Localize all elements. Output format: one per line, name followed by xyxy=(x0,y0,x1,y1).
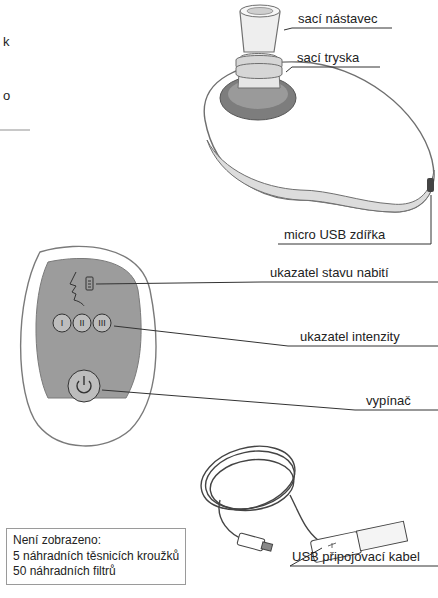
part-label: sací tryska xyxy=(297,50,359,66)
text-fragment: o xyxy=(3,88,10,104)
suction-nozzle xyxy=(236,5,282,88)
power-button xyxy=(68,370,100,402)
part-label: ukazatel intenzity xyxy=(300,329,400,345)
part-label: USB připojovací kabel xyxy=(292,549,420,565)
leader-lines xyxy=(96,28,438,566)
note-text: Není zobrazeno: xyxy=(13,533,179,549)
micro-usb-plug xyxy=(237,533,273,551)
part-label: sací nástavec xyxy=(298,11,378,27)
intensity-number: II xyxy=(79,319,84,328)
note-text: 5 náhradních těsnicích kroužků xyxy=(13,549,179,565)
usb-cable xyxy=(194,436,318,540)
part-label: micro USB zdířka xyxy=(284,227,385,243)
part-label: vypínač xyxy=(366,393,411,409)
control-panel xyxy=(21,246,156,446)
battery-icon xyxy=(86,277,93,290)
intensity-number: I xyxy=(61,319,64,328)
part-label: ukazatel stavu nabití xyxy=(270,265,389,281)
usb-port xyxy=(427,178,434,192)
rule-fragment xyxy=(0,129,30,131)
not-shown-box: Není zobrazeno:5 náhradních těsnicích kr… xyxy=(6,528,186,585)
intensity-number: III xyxy=(98,319,106,328)
note-text: 50 náhradních filtrů xyxy=(13,564,179,580)
text-fragment: k xyxy=(3,34,10,50)
